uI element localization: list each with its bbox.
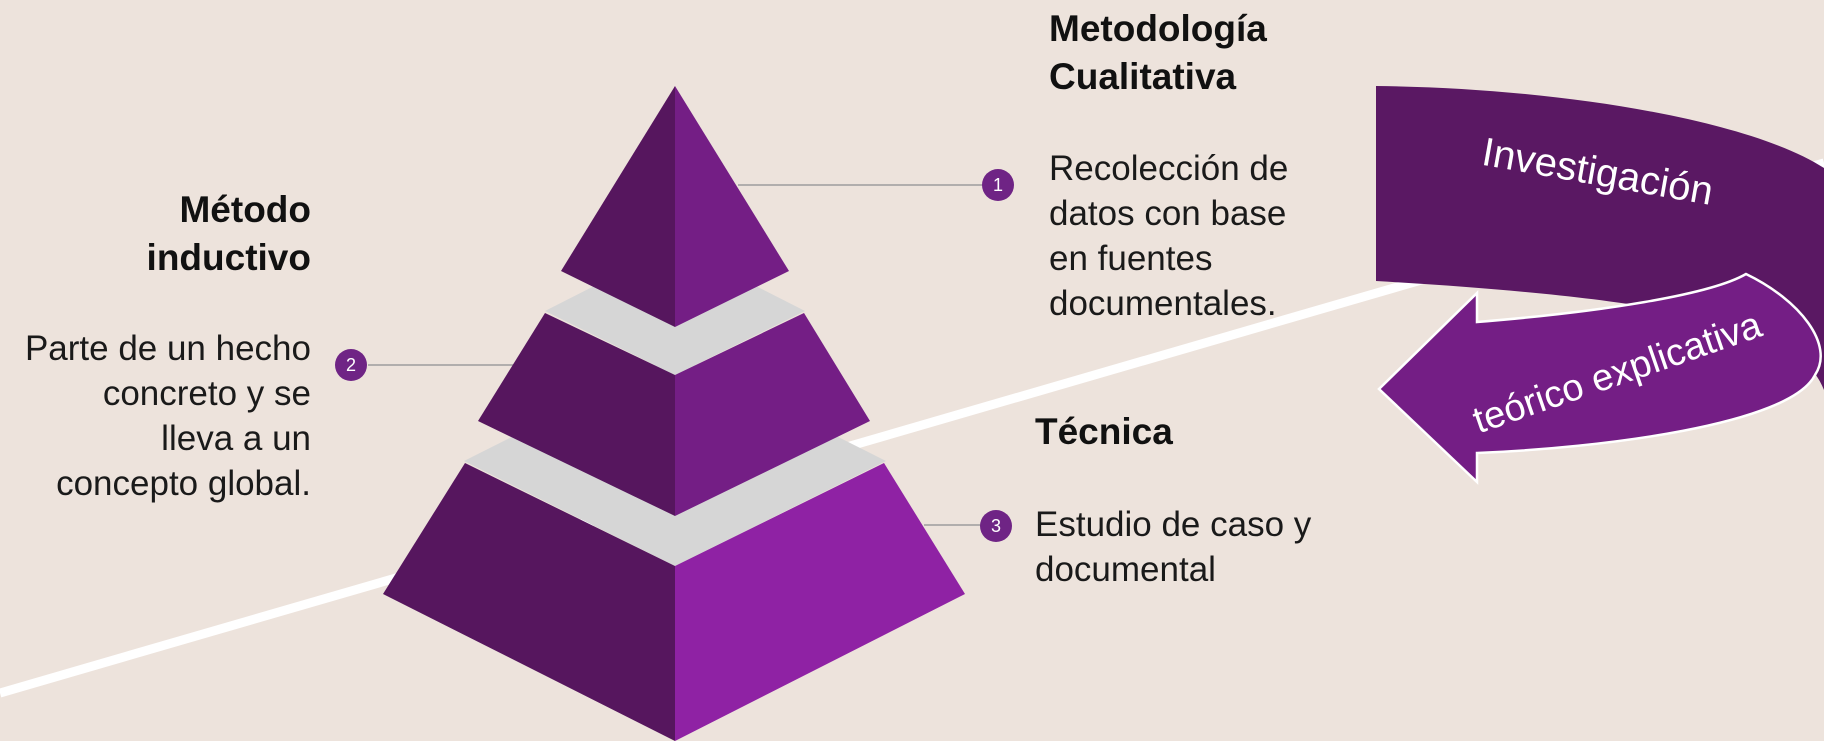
item-3-description: Estudio de caso y documental <box>1035 502 1311 592</box>
pyramid <box>383 86 965 741</box>
item-1-heading-line: Metodología <box>1049 8 1267 49</box>
pyramid-tier-2-left <box>478 313 675 516</box>
pyramid-tier-1-right <box>675 86 789 327</box>
item-1-description-line: documentales. <box>1049 284 1277 323</box>
item-3-description-line: Estudio de caso y <box>1035 505 1312 544</box>
curved-arrow: Investigación teórico explicativa <box>1376 86 1824 485</box>
item-1-heading-line: Cualitativa <box>1049 56 1237 97</box>
item-2-description-line: concreto y se <box>102 374 311 413</box>
step-3-badge: 3 <box>980 510 1012 542</box>
item-2-description-line: concepto global. <box>56 464 311 503</box>
pyramid-tier-1-left <box>561 86 675 327</box>
item-2-heading-line: inductivo <box>146 237 311 278</box>
item-2-description-line: Parte de un hecho <box>24 329 311 368</box>
item-1-heading: Metodología Cualitativa <box>1049 5 1267 101</box>
arrow-head <box>1377 272 1822 485</box>
step-2-badge: 2 <box>335 349 367 381</box>
pyramid-tier-3-left <box>383 463 675 741</box>
item-2-heading-line: Método <box>179 189 311 230</box>
item-1-description-line: en fuentes <box>1049 239 1213 278</box>
step-1-badge: 1 <box>982 169 1014 201</box>
pyramid-tier-2-right <box>675 313 870 516</box>
item-1-description: Recolección de datos con base en fuentes… <box>1049 146 1288 326</box>
item-2-description: Parte de un hecho concreto y se lleva a … <box>25 326 311 506</box>
item-2-heading: Método inductivo <box>147 186 311 282</box>
item-3-heading: Técnica <box>1035 408 1173 456</box>
item-3-description-line: documental <box>1035 550 1216 589</box>
pyramid-tier-3-right <box>675 463 965 741</box>
item-1-description-line: datos con base <box>1049 194 1287 233</box>
item-2-description-line: lleva a un <box>161 419 311 458</box>
item-3-heading-line: Técnica <box>1035 411 1173 452</box>
item-1-description-line: Recolección de <box>1049 149 1289 188</box>
